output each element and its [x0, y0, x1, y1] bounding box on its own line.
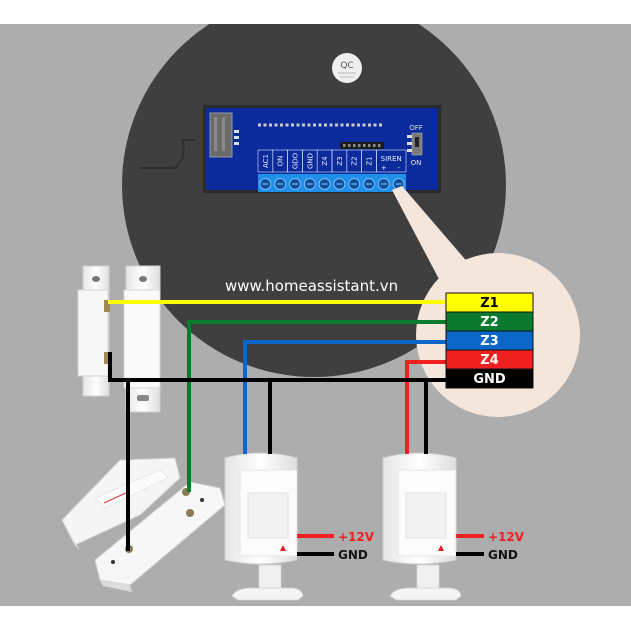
- door-sensor-upright: [77, 265, 161, 413]
- zone-label: Z3: [480, 334, 498, 349]
- terminal-label: Z4: [321, 156, 329, 166]
- terminal-label: AC1: [262, 154, 270, 168]
- dip-on-label: ON: [411, 159, 422, 167]
- dip-off-label: OFF: [409, 124, 423, 132]
- terminal-label-box: [376, 149, 407, 173]
- zone-legend-item: Z3: [445, 330, 534, 351]
- pir-sensor-2: [382, 452, 462, 601]
- panel-latch: [140, 139, 195, 169]
- zone-label: Z4: [480, 353, 498, 368]
- wire-z2: [187, 320, 446, 492]
- terminal-label: Z3: [336, 156, 344, 165]
- terminal-screw: [104, 352, 110, 364]
- siren-polarity: +: [381, 164, 387, 172]
- terminal-label: Z2: [351, 156, 359, 165]
- zone-legend-item: Z2: [445, 311, 534, 332]
- terminal-label: SIREN: [381, 155, 402, 163]
- terminal-screw: [104, 300, 110, 312]
- qc-sticker-text: QC: [340, 61, 353, 71]
- zone-legend-item: GND: [445, 368, 534, 389]
- watermark-text: www.homeassistant.vn: [225, 277, 398, 295]
- relay-component: [209, 112, 233, 158]
- door-sensor-surface: [61, 457, 226, 592]
- qc-sticker: QC: [332, 53, 362, 83]
- wires: [108, 300, 484, 556]
- pcb-board: OFF ON AC1 ON GDO GND Z4 Z3 Z2 Z1 SIREN+ -: [203, 105, 441, 193]
- terminal-label: GND: [306, 153, 314, 169]
- zone-label: GND: [473, 372, 506, 387]
- terminal-labels: AC1 ON GDO GND Z4 Z3 Z2 Z1 SIREN+ -: [257, 149, 407, 173]
- dip-switch[interactable]: OFF ON: [407, 124, 423, 167]
- pir2-ground-label: GND: [488, 548, 518, 562]
- terminal-label: GDO: [292, 152, 300, 169]
- terminal-label: ON: [277, 156, 285, 167]
- wire-z3: [243, 340, 446, 454]
- pir2-power-label: +12V: [488, 530, 525, 544]
- terminal-label: Z1: [366, 156, 374, 165]
- jumper-header: [340, 142, 384, 149]
- wire-z4: [405, 360, 446, 454]
- zone-label: Z2: [480, 315, 498, 330]
- pir-sensor-1: [224, 452, 304, 601]
- zone-label: Z1: [480, 296, 498, 311]
- siren-polarity: -: [397, 164, 400, 172]
- terminal-screws: [259, 178, 405, 190]
- pir1-ground-label: GND: [338, 548, 368, 562]
- wire-gnd-main: [108, 352, 446, 382]
- zone-legend-item: Z4: [445, 349, 534, 370]
- zone-swatch: [445, 368, 534, 389]
- pir1-power-label: +12V: [338, 530, 375, 544]
- zone-legend-item: Z1: [445, 292, 534, 313]
